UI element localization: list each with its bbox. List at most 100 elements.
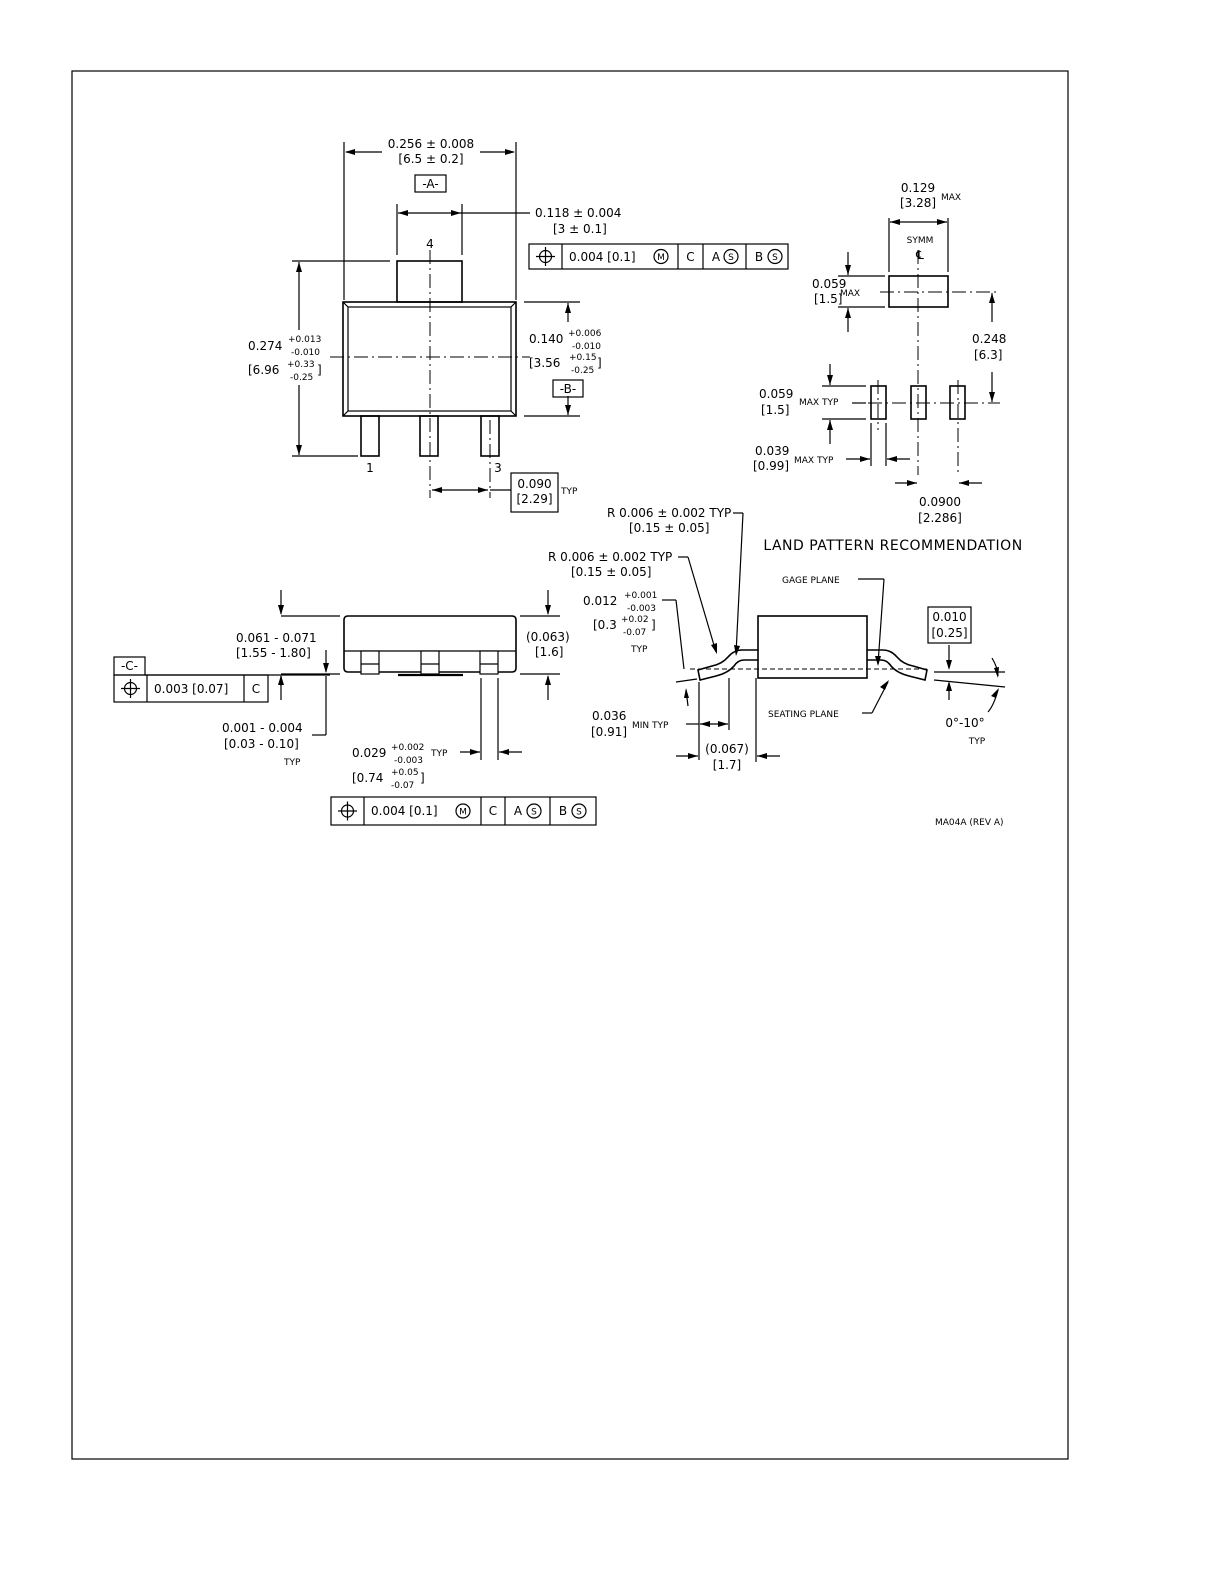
- top-fcf-datum-c: C: [686, 250, 694, 264]
- svg-text:-0.010: -0.010: [291, 348, 320, 358]
- lead-thk-metric: [0.3: [593, 618, 617, 632]
- bottom-fcf-modifier: M: [459, 808, 467, 818]
- svg-text:-0.010: -0.010: [572, 342, 601, 352]
- body-width-inch: 0.256 ± 0.008: [388, 137, 474, 151]
- pitch-box: [510, 472, 559, 513]
- bottom-fcf-datum-c: C: [489, 804, 497, 818]
- land-row-spacing-inch: 0.248: [972, 332, 1006, 346]
- top-fcf-tolerance: 0.004 [0.1]: [569, 250, 636, 264]
- datum-b-label: -B-: [560, 382, 576, 396]
- detail-view: R 0.006 ± 0.002 TYP [0.15 ± 0.05] R 0.00…: [548, 506, 1006, 772]
- bottom-fcf-datum-b: B: [559, 804, 567, 818]
- side-lead-width-suffix: TYP: [430, 749, 448, 759]
- land-pad-pitch-inch: 0.0900: [919, 495, 961, 509]
- land-tab-height-suffix: MAX: [840, 289, 860, 299]
- side-standoff-inch: 0.001 - 0.004: [222, 721, 303, 735]
- bottom-fcf: 0.004 [0.1] M C A S B S: [330, 796, 597, 826]
- land-pattern-title: LAND PATTERN RECOMMENDATION: [763, 538, 1022, 554]
- top-fcf-modifier: M: [657, 253, 665, 263]
- datum-a-label: -A-: [422, 177, 438, 191]
- bottom-fcf-datum-a: A: [514, 804, 523, 818]
- top-fcf-datum-b: B: [755, 250, 763, 264]
- svg-text:-0.07: -0.07: [623, 628, 646, 638]
- height-metric: [6.96: [248, 363, 279, 377]
- svg-text:+0.013: +0.013: [288, 335, 321, 345]
- side-view-body: [343, 615, 517, 673]
- drawing-id: MA04A (REV A): [935, 818, 1004, 828]
- side-view-lead-1: [360, 650, 380, 675]
- top-fcf-datum-a: A: [712, 250, 721, 264]
- pitch-inch: 0.090: [517, 477, 551, 491]
- svg-text:]: ]: [420, 771, 425, 785]
- land-pad-width-inch: 0.039: [755, 444, 789, 458]
- gage-height-box: [927, 606, 972, 644]
- land-tab-width-inch: 0.129: [901, 181, 935, 195]
- radius-lower-metric: [0.15 ± 0.05]: [571, 565, 651, 579]
- top-view-pin-1: [360, 415, 380, 457]
- top-view: 4 1 3 0.256 ± 0.008 [6.5 ± 0.2] -A- 0.11…: [248, 137, 789, 513]
- seating-plane-label: SEATING PLANE: [768, 710, 839, 720]
- svg-text:-0.003: -0.003: [627, 604, 656, 614]
- side-standoff-typ: TYP: [283, 758, 301, 768]
- body-height: 0.140: [529, 332, 563, 346]
- angle-value: 0°-10°: [945, 716, 984, 730]
- svg-text:+0.006: +0.006: [568, 329, 602, 339]
- height-main: 0.274: [248, 339, 282, 353]
- land-pad-height-suffix: MAX TYP: [799, 398, 839, 408]
- side-height-ref-metric: [1.6]: [535, 645, 563, 659]
- side-view: 0.061 - 0.071 [1.55 - 1.80] (0.063) [1.6…: [113, 590, 597, 826]
- gage-plane-label: GAGE PLANE: [782, 576, 840, 586]
- land-tab-height-inch: 0.059: [812, 277, 846, 291]
- land-pad-height-inch: 0.059: [759, 387, 793, 401]
- side-view-lead-3: [479, 650, 499, 675]
- svg-text:+0.05: +0.05: [391, 768, 419, 778]
- radius-upper-metric: [0.15 ± 0.05]: [629, 521, 709, 535]
- detail-body: [757, 615, 868, 679]
- svg-text:+0.15: +0.15: [569, 353, 597, 363]
- land-pad-height-metric: [1.5]: [761, 403, 789, 417]
- tab-width-inch: 0.118 ± 0.004: [535, 206, 621, 220]
- tab-width-metric: [3 ± 0.1]: [553, 222, 607, 236]
- foot-length-inch: 0.036: [592, 709, 626, 723]
- datum-c-label: -C-: [121, 659, 138, 673]
- side-fcf-tolerance: 0.003 [0.07]: [154, 682, 228, 696]
- gage-height-metric: [0.25]: [931, 626, 967, 640]
- body-height-metric: [3.56: [529, 356, 560, 370]
- svg-text:]: ]: [597, 356, 602, 370]
- lead-length-ref: (0.067): [705, 742, 749, 756]
- svg-text:+0.002: +0.002: [391, 743, 424, 753]
- foot-length-metric: [0.91]: [591, 725, 627, 739]
- bottom-fcf-datum-a-mod: S: [531, 808, 537, 818]
- svg-text:+0.02: +0.02: [621, 615, 649, 625]
- land-centerline-symbol: ℄: [915, 248, 924, 262]
- land-pad-pitch-metric: [2.286]: [918, 511, 962, 525]
- land-symm-label: SYMM: [907, 236, 934, 246]
- position-icon: [338, 801, 357, 821]
- svg-text:-0.003: -0.003: [394, 756, 423, 766]
- top-fcf-datum-b-mod: S: [772, 253, 778, 263]
- page-frame: [71, 70, 1069, 1460]
- bottom-fcf-tolerance: 0.004 [0.1]: [371, 804, 438, 818]
- lead-thk: 0.012: [583, 594, 617, 608]
- detail-lead-left: [697, 649, 758, 681]
- land-row-spacing-metric: [6.3]: [974, 348, 1002, 362]
- top-fcf-datum-a-mod: S: [728, 253, 734, 263]
- datum-b-box: [552, 379, 584, 398]
- side-height-range-metric: [1.55 - 1.80]: [236, 646, 311, 660]
- svg-text:+0.001: +0.001: [624, 591, 657, 601]
- angle-typ: TYP: [968, 737, 986, 747]
- land-pad-width-suffix: MAX TYP: [794, 456, 834, 466]
- svg-text:-0.07: -0.07: [391, 781, 414, 791]
- body-width-metric: [6.5 ± 0.2]: [398, 152, 463, 166]
- pin-label-4: 4: [426, 237, 434, 251]
- top-fcf: 0.004 [0.1] M C A S B S: [528, 243, 789, 270]
- svg-text:-0.25: -0.25: [571, 366, 594, 376]
- land-tab-width-metric: [3.28]: [900, 196, 936, 210]
- radius-lower-inch: R 0.006 ± 0.002 TYP: [548, 550, 672, 564]
- side-standoff-metric: [0.03 - 0.10]: [224, 737, 299, 751]
- position-icon: [121, 679, 140, 698]
- land-tab-height-metric: [1.5]: [814, 292, 842, 306]
- radius-upper-inch: R 0.006 ± 0.002 TYP: [607, 506, 731, 520]
- pitch-metric: [2.29]: [516, 492, 552, 506]
- svg-text:]: ]: [317, 363, 322, 377]
